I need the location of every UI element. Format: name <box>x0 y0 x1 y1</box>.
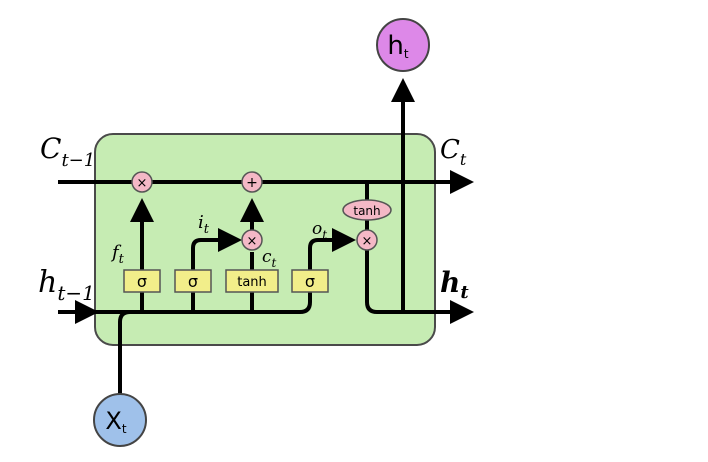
input-node: Xt <box>93 393 147 447</box>
output-tanh-op: tanh <box>342 199 392 221</box>
candidate-gate-label: tanh <box>237 275 267 290</box>
output-multiply-op: × <box>356 229 378 251</box>
candidate-annotation: ct <box>262 247 277 270</box>
input-node-label: Xt <box>105 407 126 436</box>
output-gate-arrow <box>308 228 356 270</box>
input-multiply-op: × <box>241 229 263 251</box>
cell-add-symbol: + <box>246 175 258 191</box>
hidden-prev-label: ht−1 <box>38 265 95 305</box>
cell-add-op: + <box>241 171 263 193</box>
x-input-line <box>118 310 131 400</box>
hidden-bus-line <box>95 290 312 314</box>
forget-gate: σ <box>123 269 161 293</box>
forget-gate-label: σ <box>137 272 147 291</box>
input-gate-arrow <box>191 228 242 270</box>
output-annotation: ot <box>312 219 327 242</box>
output-gate: σ <box>291 269 329 293</box>
output-tanh-label: tanh <box>353 204 380 218</box>
output-multiply-symbol: × <box>362 234 373 249</box>
input-gate-label: σ <box>188 272 198 291</box>
candidate-gate: tanh <box>225 269 279 293</box>
hidden-out-label: ht <box>440 266 469 303</box>
output-gate-label: σ <box>305 272 315 291</box>
forget-multiply-symbol: × <box>137 176 148 191</box>
hidden-output-node-label: ht <box>387 31 408 61</box>
hidden-out-arrow <box>365 250 474 324</box>
hidden-output-node: ht <box>376 18 430 72</box>
input-multiply-symbol: × <box>247 234 258 249</box>
cell-prev-label: Ct−1 <box>40 132 95 171</box>
forget-multiply-op: × <box>131 171 153 193</box>
cell-out-label: Ct <box>440 135 467 169</box>
input-gate: σ <box>174 269 212 293</box>
input-annotation: it <box>198 212 210 237</box>
